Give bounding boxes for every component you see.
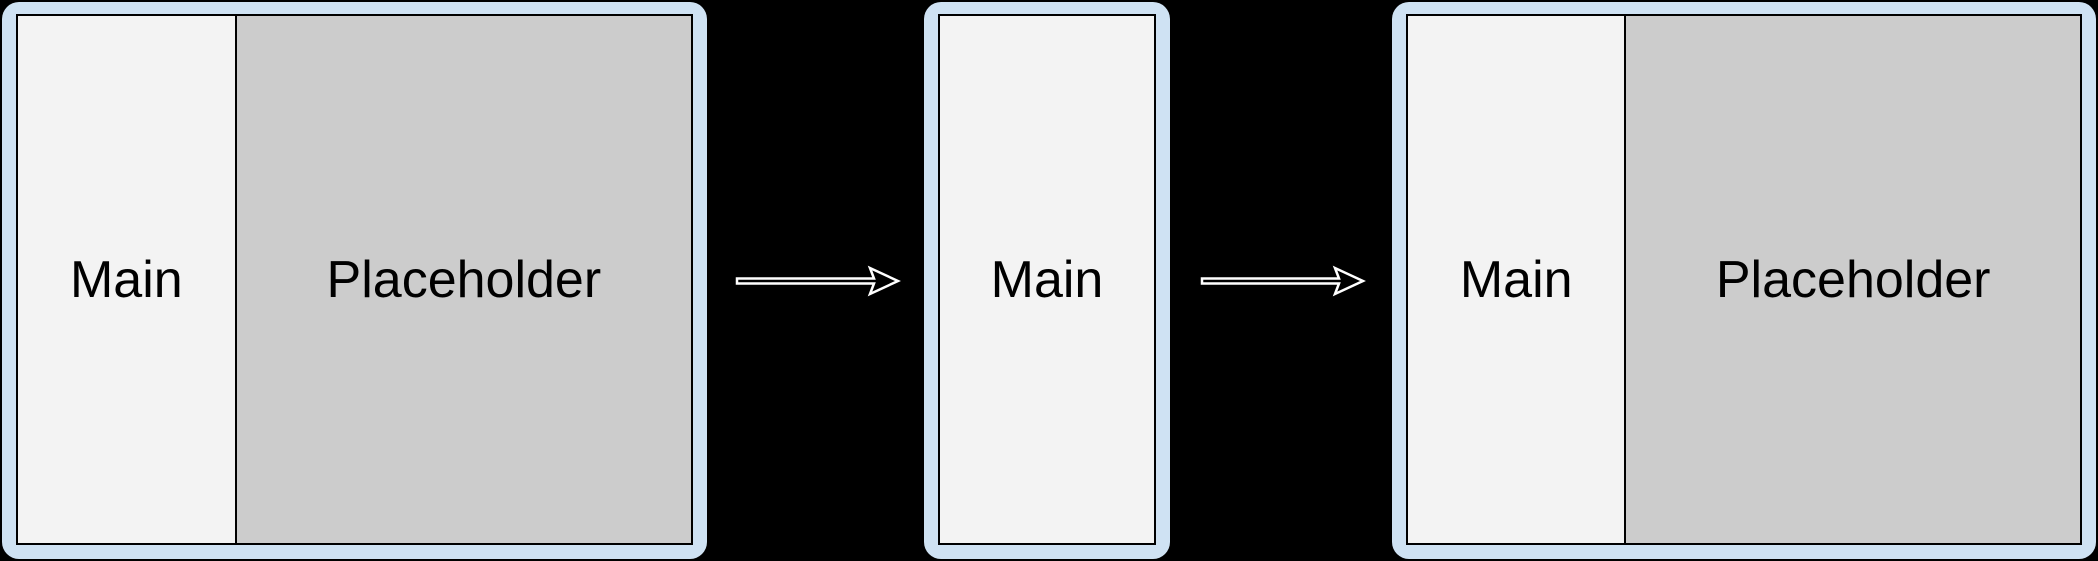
pane-placeholder: Placeholder — [234, 16, 691, 543]
pane-main-label: Main — [990, 250, 1104, 309]
device-frame-expanded-initial: Main Placeholder — [2, 2, 707, 559]
pane-placeholder: Placeholder — [1624, 16, 2080, 543]
pane-placeholder-label: Placeholder — [1715, 250, 1991, 309]
screen-compact: Main — [938, 14, 1156, 545]
transition-arrow-right-icon — [735, 265, 901, 297]
pane-main: Main — [18, 16, 235, 543]
pane-main: Main — [1408, 16, 1625, 543]
device-frame-compact: Main — [924, 2, 1170, 559]
screen-expanded-initial: Main Placeholder — [16, 14, 693, 545]
pane-placeholder-label: Placeholder — [326, 250, 602, 309]
pane-main: Main — [940, 16, 1154, 543]
screen-expanded-final: Main Placeholder — [1406, 14, 2082, 545]
device-frame-expanded-final: Main Placeholder — [1392, 2, 2096, 559]
pane-main-label: Main — [1459, 250, 1573, 309]
transition-arrow-right-icon — [1200, 265, 1366, 297]
pane-main-label: Main — [69, 250, 183, 309]
